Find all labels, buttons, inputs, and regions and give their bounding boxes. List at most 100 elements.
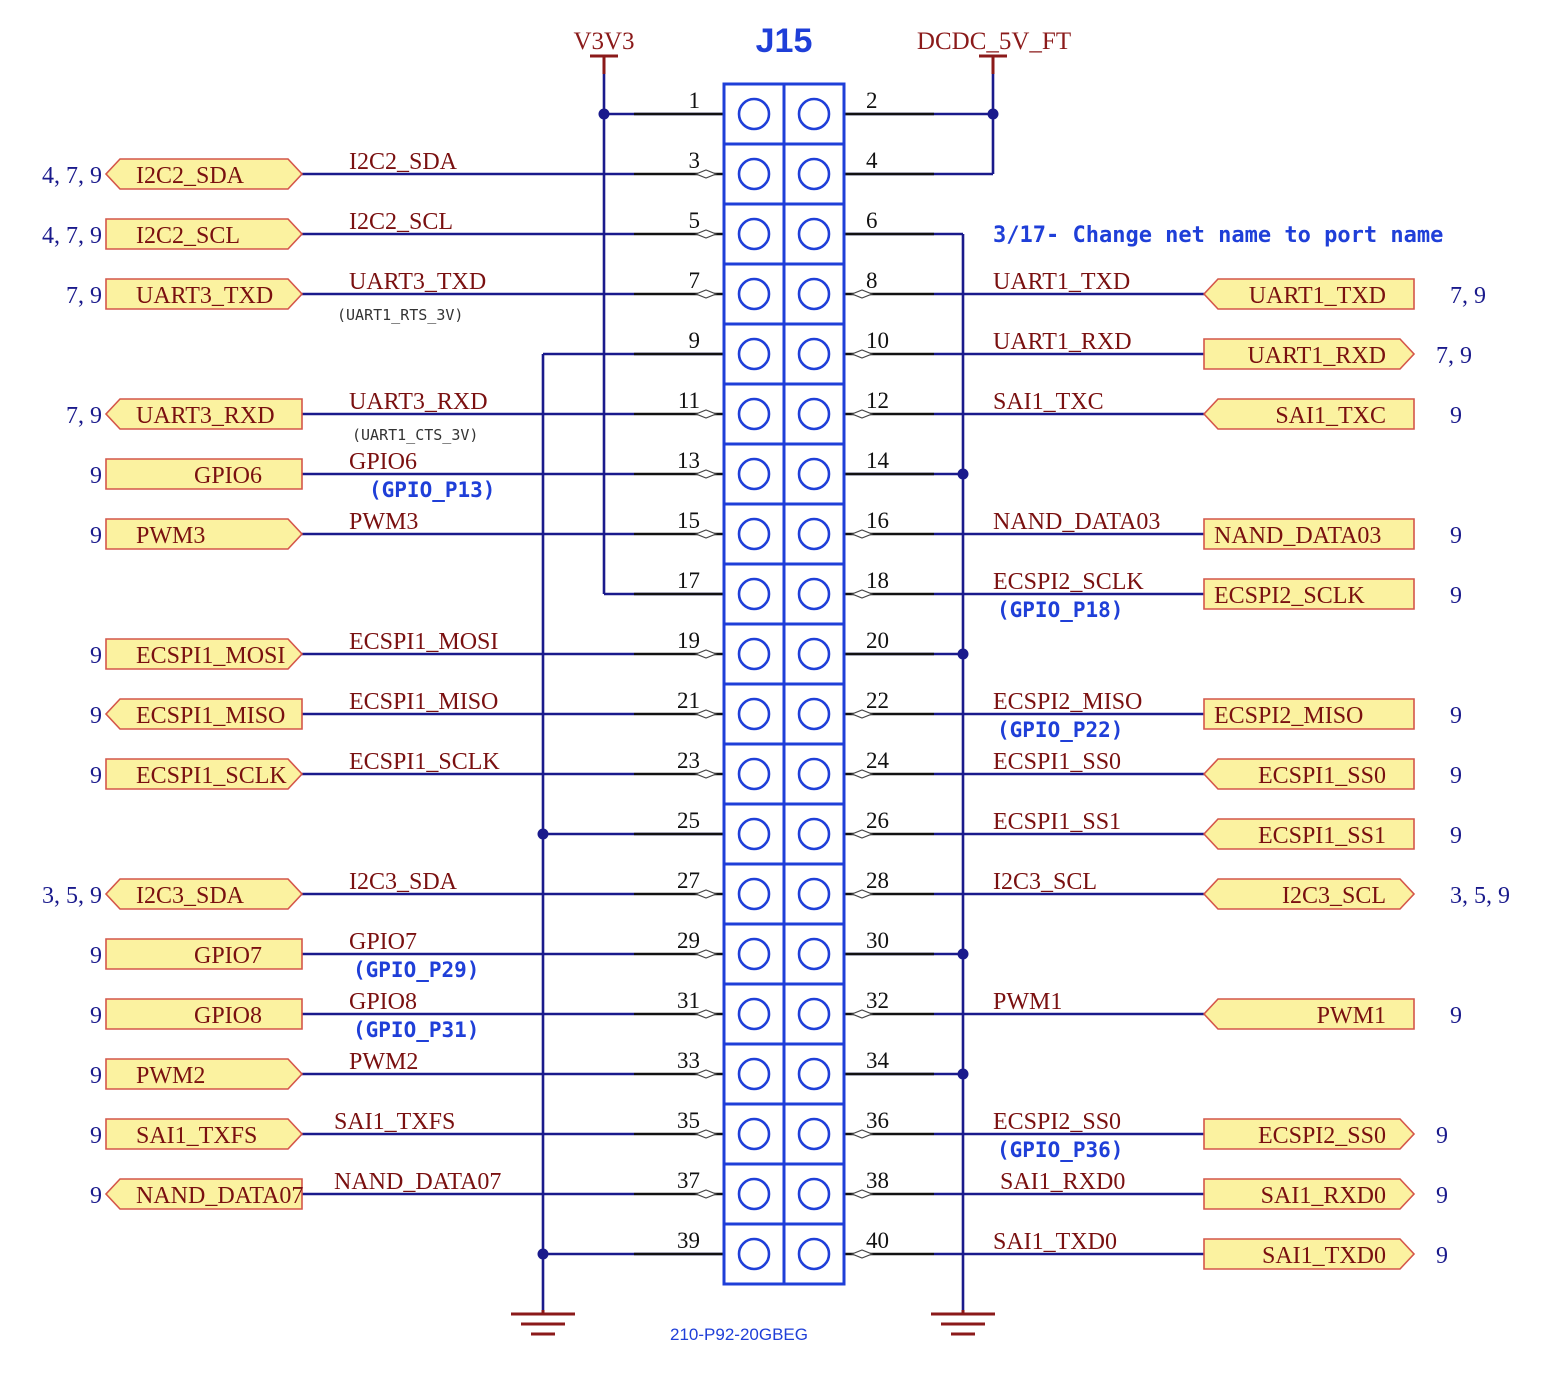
sheet-ref-pin-36: 9 [1436, 1123, 1448, 1149]
pin-number-29: 29 [677, 928, 700, 953]
port-pin-15 [105, 518, 304, 550]
net-label-pin-19: ECSPI1_MOSI [349, 629, 498, 655]
net-label-pin-33: PWM2 [349, 1049, 418, 1075]
sheet-ref-pin-32: 9 [1450, 1003, 1462, 1029]
port-pin-3 [104, 158, 304, 190]
pin-hole [737, 997, 771, 1031]
gpio-annotation-pin-18: (GPIO_P18) [997, 598, 1123, 622]
sheet-ref-pin-19: 9 [90, 643, 102, 669]
port-label-pin-13: GPIO6 [194, 463, 262, 489]
port-label-pin-8: UART1_TXD [1249, 283, 1386, 309]
pin-number-39: 39 [677, 1228, 700, 1253]
net-label-pin-38: SAI1_RXD0 [1000, 1169, 1125, 1195]
wires-layer [302, 54, 1204, 1336]
pin-hole [797, 877, 831, 911]
port-pin-21 [104, 698, 303, 730]
port-pin-24 [1202, 758, 1415, 790]
pin-type-marker [850, 589, 874, 599]
pin-type-marker [694, 649, 718, 659]
ports-layer [104, 158, 1416, 1270]
sheet-ref-pin-13: 9 [90, 463, 102, 489]
connector-j15[interactable] [722, 82, 846, 1286]
pin-number-2: 2 [866, 88, 878, 113]
gpio-annotation-pin-31: (GPIO_P31) [353, 1018, 479, 1042]
pin-type-marker [694, 1189, 718, 1199]
pin-number-7: 7 [689, 268, 701, 293]
pin-number-17: 17 [677, 568, 700, 593]
port-pin-40 [1203, 1238, 1416, 1270]
port-label-pin-40: SAI1_TXD0 [1262, 1243, 1386, 1269]
pin-type-marker [694, 889, 718, 899]
port-label-pin-23: ECSPI1_SCLK [136, 763, 287, 789]
port-label-pin-26: ECSPI1_SS1 [1258, 823, 1386, 849]
port-pin-8 [1202, 278, 1415, 310]
pin-type-marker [694, 1129, 718, 1139]
pin-hole [797, 997, 831, 1031]
port-label-pin-7: UART3_TXD [136, 283, 273, 309]
pin-hole [797, 937, 831, 971]
pin-hole [737, 817, 771, 851]
port-pin-28 [1202, 878, 1416, 910]
net-label-pin-35: SAI1_TXFS [334, 1109, 455, 1135]
pin-type-marker [694, 289, 718, 299]
connector-part-number: 210-P92-20GBEG [670, 1325, 808, 1344]
pin-type-marker [694, 229, 718, 239]
pin-hole [737, 337, 771, 371]
net-label-pin-21: ECSPI1_MISO [349, 689, 498, 715]
port-label-pin-11: UART3_RXD [136, 403, 275, 429]
net-label-pin-36: ECSPI2_SS0 [993, 1109, 1121, 1135]
pin-hole [737, 517, 771, 551]
port-label-pin-12: SAI1_TXC [1275, 403, 1386, 429]
sheet-ref-pin-3: 4, 7, 9 [42, 163, 102, 189]
net-label-pin-40: SAI1_TXD0 [993, 1229, 1117, 1255]
port-pin-18 [1203, 578, 1415, 610]
pin-hole [737, 577, 771, 611]
pin-hole [797, 637, 831, 671]
pin-type-marker [694, 709, 718, 719]
port-pin-29 [105, 938, 303, 970]
port-label-pin-18: ECSPI2_SCLK [1214, 583, 1365, 609]
pin-hole [737, 277, 771, 311]
pin-hole [797, 1237, 831, 1271]
pin-number-15: 15 [677, 508, 700, 533]
port-label-pin-15: PWM3 [136, 523, 205, 549]
net-label-pin-27: I2C3_SDA [349, 869, 458, 895]
pin-hole [797, 1177, 831, 1211]
port-pin-10 [1203, 338, 1416, 370]
pin-number-32: 32 [866, 988, 889, 1013]
pin-number-11: 11 [678, 388, 700, 413]
pin-hole [797, 157, 831, 191]
sheet-ref-pin-37: 9 [90, 1183, 102, 1209]
port-pin-31 [105, 998, 303, 1030]
pin-hole [737, 697, 771, 731]
pin-hole [797, 277, 831, 311]
port-pin-19 [105, 638, 304, 670]
pin-number-26: 26 [866, 808, 889, 833]
net-label-pin-7: UART3_TXD [349, 269, 486, 295]
port-pin-16 [1203, 518, 1415, 550]
pin-hole [797, 697, 831, 731]
net-label-pin-37: NAND_DATA07 [334, 1169, 501, 1195]
pin-hole [797, 97, 831, 131]
pin-type-marker [694, 169, 718, 179]
port-label-pin-36: ECSPI2_SS0 [1258, 1123, 1386, 1149]
port-label-pin-5: I2C2_SCL [136, 223, 240, 249]
pin-number-3: 3 [689, 148, 701, 173]
pin-hole [737, 97, 771, 131]
pin-number-33: 33 [677, 1048, 700, 1073]
power-label-dcdc-5v: DCDC_5V_FT [917, 28, 1071, 55]
sheet-ref-pin-15: 9 [90, 523, 102, 549]
sheet-ref-pin-38: 9 [1436, 1183, 1448, 1209]
pin-hole [797, 817, 831, 851]
port-pin-26 [1202, 818, 1415, 850]
pin-number-1: 1 [689, 88, 701, 113]
sheet-ref-pin-31: 9 [90, 1003, 102, 1029]
pin-type-marker [850, 889, 874, 899]
pin-number-38: 38 [866, 1168, 889, 1193]
net-label-pin-12: SAI1_TXC [993, 389, 1104, 415]
sheet-ref-pin-21: 9 [90, 703, 102, 729]
pin-type-marker [694, 949, 718, 959]
pin-hole [737, 1177, 771, 1211]
pin-number-13: 13 [677, 448, 700, 473]
